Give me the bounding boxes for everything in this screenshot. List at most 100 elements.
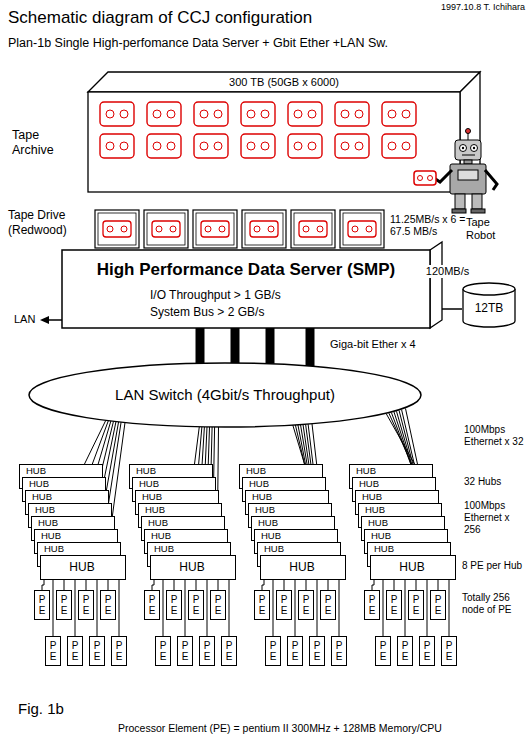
link-note: 100Mbps Ethernet x 256 [464, 500, 526, 536]
cartridge-reel [205, 226, 211, 232]
processor-element: P E [100, 590, 116, 620]
cartridge-reel [106, 142, 114, 150]
processor-element: P E [166, 590, 182, 620]
processor-element: P E [375, 636, 391, 666]
hub-text: HUB [44, 543, 64, 554]
processor-element: P E [287, 636, 303, 666]
pe-text: P E [93, 640, 101, 662]
network-link [53, 580, 54, 636]
archive-front-face [88, 92, 460, 192]
tape-cartridge [250, 221, 278, 237]
tape-cartridge [241, 134, 275, 158]
network-link [273, 580, 274, 636]
network-link [195, 427, 200, 464]
pe-text: P E [313, 640, 321, 662]
tape-cartridge [288, 102, 322, 126]
hub-text: HUB [371, 530, 391, 541]
pe-text: P E [181, 640, 189, 662]
robot-foot [452, 209, 466, 213]
network-link [174, 580, 175, 590]
tape-cartridge [100, 102, 134, 126]
processor-element: P E [177, 636, 193, 666]
cartridge-reel [418, 176, 423, 181]
cartridge-reel [120, 110, 128, 118]
part-label: Tape Robot [466, 216, 518, 242]
processor-element: P E [78, 590, 94, 620]
tape-drive [144, 210, 188, 248]
tape-cartridge [194, 102, 228, 126]
tape-archive: 300 TB (50GB x 6000) [88, 72, 480, 192]
archive-side-face [460, 72, 480, 192]
pe-text: P E [203, 640, 211, 662]
hub-box: HUB [40, 555, 126, 580]
network-link [108, 580, 109, 590]
pe-text: P E [379, 640, 387, 662]
network-link [295, 580, 296, 636]
network-link [372, 580, 374, 590]
cartridge-reel [170, 226, 176, 232]
processor-element: P E [276, 590, 292, 620]
processor-element: P E [45, 636, 61, 666]
gigabit-link [196, 328, 205, 363]
pe-text: P E [258, 594, 266, 616]
pe-text: P E [60, 594, 68, 616]
hub-text: HUB [249, 478, 269, 489]
hub-text: HUB [371, 560, 453, 575]
robot-eye [471, 145, 478, 152]
disk-top [463, 283, 515, 295]
hub-text: HUB [255, 504, 275, 515]
processor-element: P E [364, 590, 380, 620]
processor-element: P E [89, 636, 105, 666]
pe-text: P E [225, 640, 233, 662]
cartridge-reel [247, 142, 255, 150]
tape-cartridge [201, 221, 229, 237]
part-label: LAN [14, 313, 35, 326]
processor-element: P E [397, 636, 413, 666]
hub-text: HUB [26, 465, 46, 476]
cartridge-reel [303, 226, 309, 232]
gigabit-link [266, 328, 275, 364]
tape-drive [242, 210, 286, 248]
processor-element: P E [34, 590, 50, 620]
hub-text: HUB [136, 465, 156, 476]
pe-text: P E [291, 640, 299, 662]
server-text: High Performance Data Server (SMP) [62, 260, 430, 280]
disk-storage: 12TB [462, 282, 519, 328]
cartridge-reel [355, 142, 363, 150]
robot-arm [485, 170, 497, 190]
hub-text: HUB [148, 517, 168, 528]
cartridge-reel [352, 226, 358, 232]
cartridge-reel [294, 142, 302, 150]
tape-drive [340, 210, 384, 248]
robot-leg [455, 194, 465, 209]
pe-text: P E [324, 594, 332, 616]
robot-foot [471, 209, 485, 213]
cartridge-reel [428, 176, 433, 181]
link-note: Giga-bit Ether x 4 [330, 338, 416, 351]
cartridge-reel [121, 226, 127, 232]
processor-element: P E [265, 636, 281, 666]
cartridge-reel [200, 142, 208, 150]
hub-text: HUB [252, 491, 272, 502]
footnote: Processor Element (PE) = pentium II 300M… [118, 722, 442, 735]
cartridge-reel [214, 110, 222, 118]
cartridge-reel [317, 226, 323, 232]
processor-element: P E [386, 590, 402, 620]
network-link [152, 580, 154, 590]
robot-antenna [468, 133, 469, 140]
robot-panel [458, 170, 478, 180]
hub-text: HUB [261, 560, 343, 575]
gigabit-link [231, 328, 240, 363]
hub-box: HUB [370, 555, 456, 580]
tape-drive [95, 210, 139, 248]
processor-element: P E [419, 636, 435, 666]
hub-text: HUB [264, 543, 284, 554]
pe-text: P E [390, 594, 398, 616]
network-link [97, 580, 98, 636]
hub-text: HUB [374, 543, 394, 554]
pe-text: P E [159, 640, 167, 662]
cartridge-reel [153, 110, 161, 118]
robot-leg [472, 194, 482, 209]
server-front-face [62, 250, 430, 328]
